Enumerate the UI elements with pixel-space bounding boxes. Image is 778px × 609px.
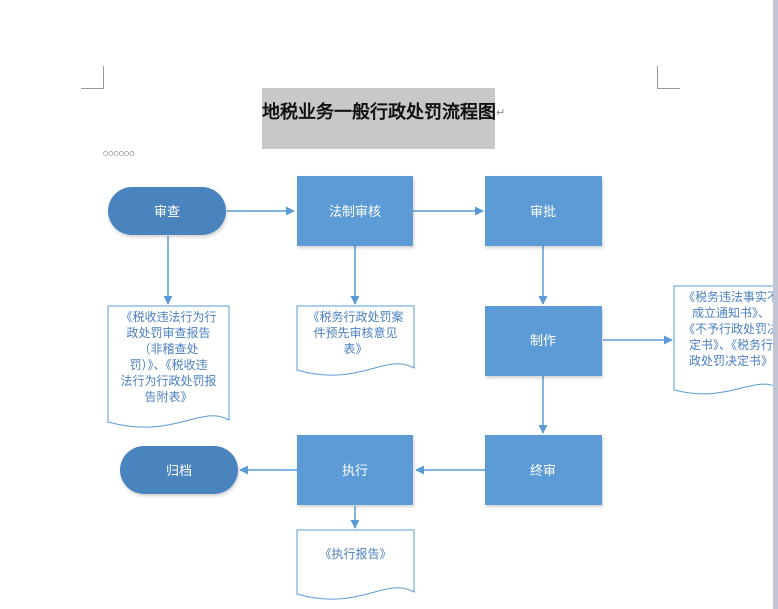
node-approve[interactable] <box>485 176 602 246</box>
node-final-review[interactable] <box>485 435 602 505</box>
doc-execute-text: 《执行报告》 <box>297 546 414 562</box>
node-execute-label: 执行 <box>342 464 368 479</box>
doc-line: 告附表》 <box>144 390 193 404</box>
doc-line: 定书》、《税务行 <box>688 338 773 352</box>
doc-line: 法行为行政处罚报 <box>120 374 217 388</box>
doc-line: 表》 <box>343 342 368 356</box>
node-legal-review-label: 法制审核 <box>329 205 381 220</box>
paragraph-mark: ↵ <box>496 106 506 119</box>
doc-line: 成立通知书》、 <box>691 306 770 320</box>
doc-line: 《不予行政处罚决 <box>682 322 778 336</box>
doc-line: 《税收违法行为行 <box>120 310 217 324</box>
doc-line: 件预先审核意见 <box>313 326 398 340</box>
doc-line: 《税务违法事实不 <box>682 290 778 304</box>
node-execute[interactable] <box>297 435 413 505</box>
node-review-label: 审查 <box>154 205 180 220</box>
node-produce-label: 制作 <box>530 334 556 349</box>
node-approve-label: 审批 <box>530 205 556 220</box>
doc-line: 政处罚审查报告 <box>126 326 211 340</box>
node-legal-review[interactable] <box>297 176 413 246</box>
node-final-review-label: 终审 <box>530 463 556 479</box>
doc-line: 《税务行政处罚案 <box>307 310 404 324</box>
page-title[interactable]: 地税业务一般行政处罚流程图 <box>262 102 496 123</box>
doc-line: 罚）》、《税收违 <box>129 358 208 372</box>
margin-corner-top-right <box>657 66 680 89</box>
doc-shape-review <box>107 305 230 428</box>
node-archive[interactable] <box>120 446 238 494</box>
node-produce[interactable] <box>485 306 602 376</box>
doc-review-text: 《税收违法行为行 政处罚审查报告 （非稽查处 罚）》、《税收违 法行为行政处罚报… <box>108 309 229 405</box>
vertical-scrollbar[interactable] <box>773 0 778 609</box>
doc-line: 政处罚决定书》 <box>688 354 773 368</box>
node-review[interactable] <box>108 187 226 235</box>
node-archive-label: 归档 <box>166 464 192 479</box>
margin-corner-top-left <box>81 66 104 89</box>
doc-shape-produce <box>673 285 778 395</box>
title-highlight <box>262 88 495 149</box>
doc-shape-legal <box>296 305 415 376</box>
doc-shape-execute <box>296 529 415 600</box>
doc-line: （非稽查处 <box>138 342 199 356</box>
doc-legal-text: 《税务行政处罚案 件预先审核意见 表》 <box>297 309 414 357</box>
doc-line: 《执行报告》 <box>319 547 392 561</box>
doc-produce-text: 《税务违法事实不 成立通知书》、 《不予行政处罚决 定书》、《税务行 政处罚决定… <box>676 289 778 369</box>
anchor-marks: ○○○○○○ <box>103 150 135 157</box>
